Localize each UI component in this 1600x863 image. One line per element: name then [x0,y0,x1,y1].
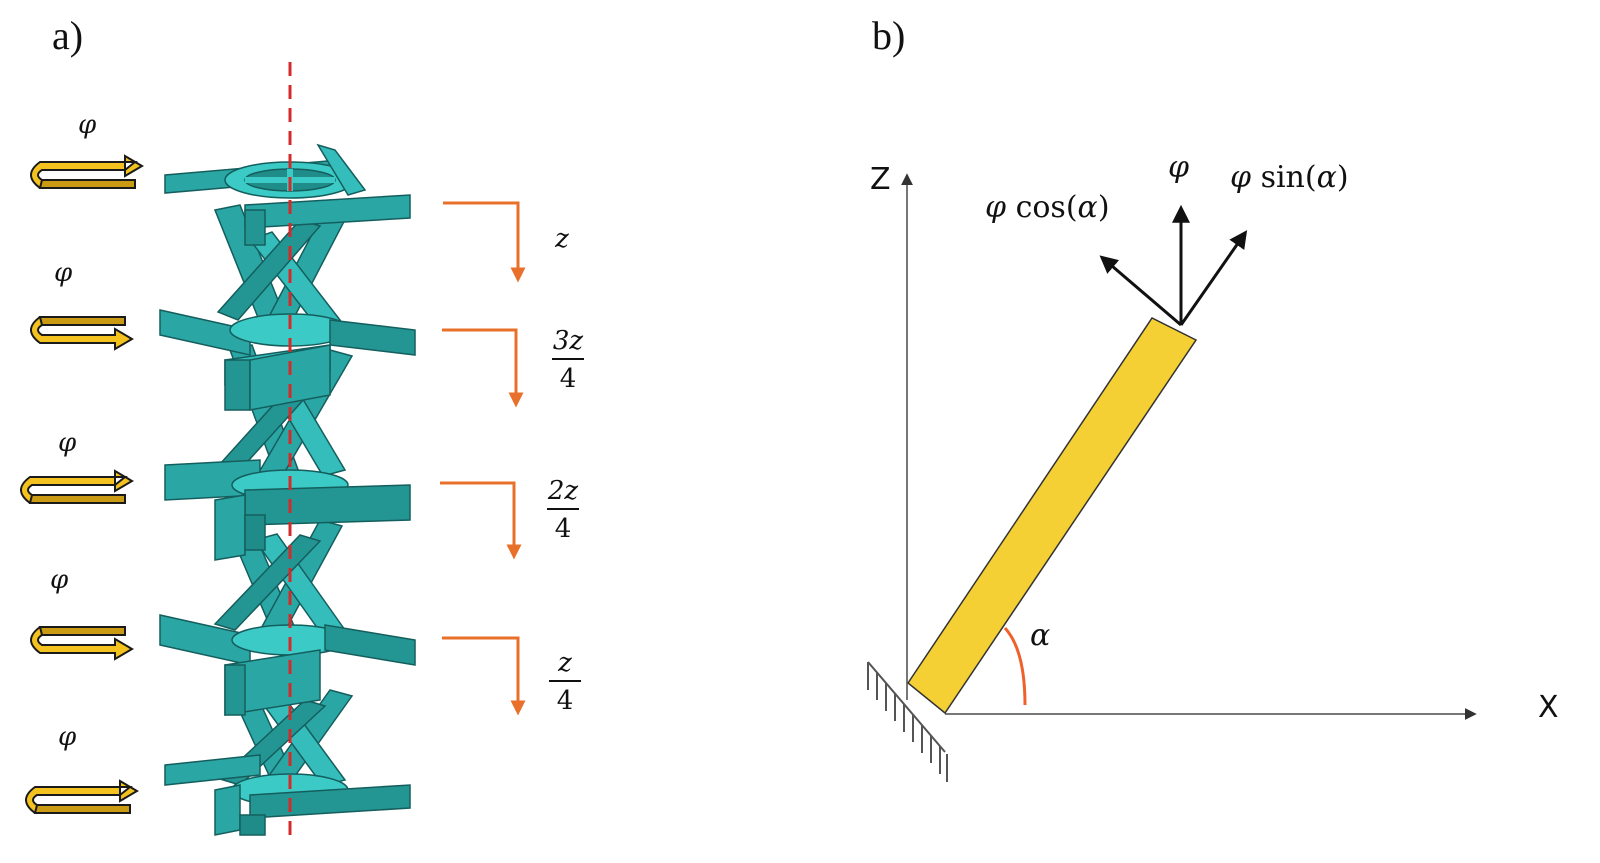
angle-arc [1003,626,1027,706]
displacement-numerator: 3z [552,326,584,356]
displacement-arrow-icon [442,636,526,716]
displacement-denominator: 4 [556,686,574,716]
rotation-arrow-icon [30,154,144,189]
rotation-phi-label: φ [78,110,97,140]
z-axis-label: Z [870,162,891,197]
displacement-arrow-icon [442,328,524,408]
vector-phi-sin [1179,230,1248,326]
fraction-bar [552,358,584,360]
panel-b-drawing [867,173,1477,782]
beam [906,317,1198,715]
panel-b-label: b) [872,13,906,58]
rotation-arrow-icon [20,469,134,504]
displacement-arrows [440,201,526,716]
displacement-label-z-4: z 4 [545,650,585,714]
rotation-phi-label: φ [54,258,73,288]
vector-phi-sin-label: φ sin(α) [1230,160,1349,195]
displacement-numerator: z [555,224,569,254]
panel-a-label: a) [52,13,84,58]
plate-level-1 [164,143,411,246]
displacement-numerator: z [558,648,572,678]
plate-level-4 [159,614,416,716]
fraction-bar [549,680,581,682]
rotation-phi-label: φ [58,428,77,458]
rotation-arrows [20,154,144,814]
vector-phi-cos-label: φ cos(α) [985,190,1110,225]
plate-level-2 [159,309,416,411]
displacement-label-3z-4: 3z 4 [548,328,588,392]
plate-level-3 [164,459,411,561]
displacement-numerator: 2z [547,476,579,506]
displacement-arrow-icon [443,201,526,283]
rotation-phi-label: φ [58,722,77,752]
fraction-bar [547,508,579,510]
displacement-denominator: 4 [554,514,572,544]
fixed-support [867,661,948,782]
rotation-arrow-icon [25,779,139,814]
angle-alpha-label: α [1030,618,1051,653]
displacement-label-2z-4: 2z 4 [543,478,583,542]
displacement-denominator: 4 [559,364,577,394]
rotation-arrow-icon [30,626,134,661]
x-axis-label: X [1538,690,1559,725]
rotation-phi-label: φ [50,565,69,595]
vector-phi-label: φ [1168,150,1190,185]
displacement-label-z: z [542,226,582,256]
rotation-arrow-icon [30,316,134,351]
vector-phi-cos [1099,255,1182,327]
displacement-arrow-icon [440,481,522,560]
